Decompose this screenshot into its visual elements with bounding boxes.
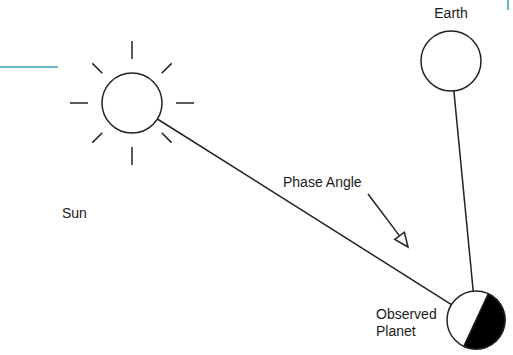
circle-outline (420, 30, 482, 92)
sun-ray (176, 102, 194, 104)
sun-ray (70, 102, 88, 104)
sun-ray (162, 63, 172, 73)
sun-ray (131, 147, 133, 165)
earth-circle: Earth (420, 30, 482, 92)
circle-outline (447, 291, 505, 349)
angle-label: Phase Angle (283, 174, 362, 191)
frame-mark (507, 0, 509, 10)
sun-circle: Sun (101, 72, 163, 134)
body-label: Earth (434, 5, 467, 22)
night-side (464, 294, 505, 349)
body-label: Sun (62, 205, 87, 222)
circle-outline (421, 31, 481, 91)
circle-outline (101, 72, 163, 134)
sight-line (157, 119, 451, 305)
body-label: Observed Planet (376, 306, 440, 340)
circle-outline (102, 73, 162, 133)
circle-outline (446, 290, 506, 350)
sun-rays (70, 41, 194, 165)
frame-mark (0, 66, 58, 68)
sun-ray (131, 41, 133, 59)
pointer-arrow-shaft (368, 194, 400, 236)
sun-ray (92, 133, 102, 143)
planet-circle: Observed Planet (446, 290, 506, 350)
sun-ray (92, 63, 102, 73)
sun-ray (162, 133, 172, 143)
pointer-arrow-head (395, 232, 408, 247)
sight-line (454, 91, 473, 291)
